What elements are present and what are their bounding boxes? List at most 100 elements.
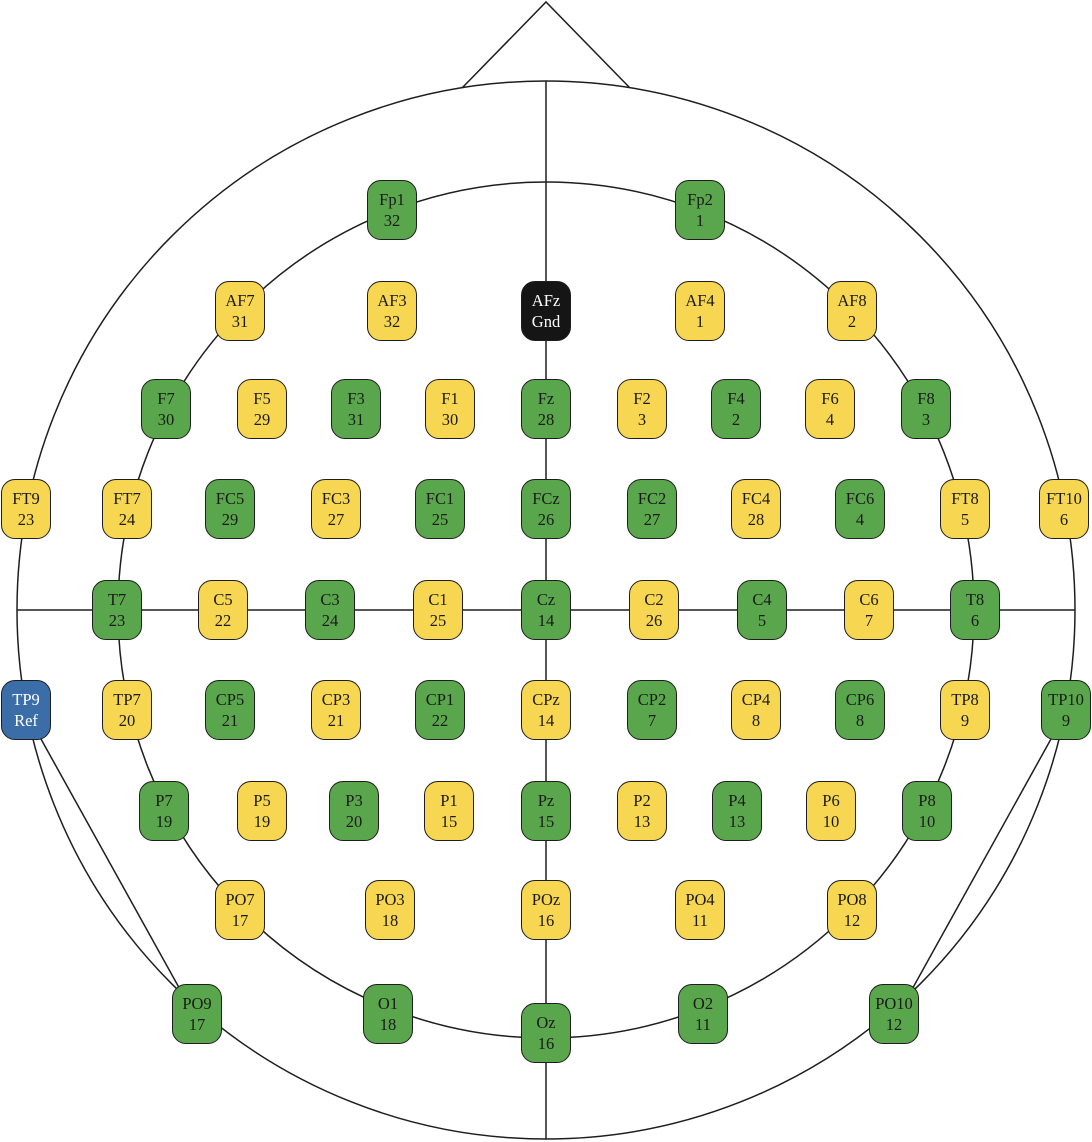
electrode-channel: 18 bbox=[379, 1015, 397, 1034]
electrode-channel: 15 bbox=[440, 812, 458, 831]
electrode-label: AF4 bbox=[685, 291, 715, 310]
electrode-label: CP5 bbox=[215, 690, 245, 709]
electrode-channel: 3 bbox=[637, 410, 647, 429]
electrode-label: F2 bbox=[633, 389, 651, 408]
electrode-label: F3 bbox=[347, 389, 365, 408]
electrode-label: P5 bbox=[253, 791, 271, 810]
electrode-channel: 11 bbox=[695, 1015, 711, 1034]
electrode-label: AF3 bbox=[377, 291, 407, 310]
electrode-label: TP8 bbox=[951, 690, 979, 709]
electrode-channel: 27 bbox=[643, 510, 661, 529]
electrode-label: PO9 bbox=[182, 994, 212, 1013]
electrode-label: FCz bbox=[532, 489, 560, 508]
electrode-channel: 9 bbox=[960, 711, 970, 730]
electrode-label: C6 bbox=[859, 590, 879, 609]
electrode-channel: 11 bbox=[692, 911, 708, 930]
electrode-label: C5 bbox=[213, 590, 233, 609]
electrode-label: P2 bbox=[633, 791, 651, 810]
electrode-label: C2 bbox=[644, 590, 664, 609]
electrode-ft10: FT10 6 bbox=[1039, 479, 1089, 539]
electrode-label: FC3 bbox=[321, 489, 351, 508]
electrode-channel: 30 bbox=[157, 410, 175, 429]
electrode-channel: 7 bbox=[864, 611, 874, 630]
electrode-channel: 4 bbox=[825, 410, 835, 429]
electrode-channel: 10 bbox=[918, 812, 936, 831]
electrode-channel: 23 bbox=[17, 510, 35, 529]
electrode-channel: 2 bbox=[731, 410, 741, 429]
electrode-label: C3 bbox=[320, 590, 340, 609]
electrode-channel: 31 bbox=[347, 410, 365, 429]
electrode-label: PO4 bbox=[685, 890, 715, 909]
electrode-label: FT8 bbox=[951, 489, 979, 508]
electrode-label: FT10 bbox=[1046, 489, 1082, 508]
electrode-label: AFz bbox=[531, 291, 561, 310]
electrode-label: FC4 bbox=[741, 489, 771, 508]
electrode-channel: 5 bbox=[757, 611, 767, 630]
electrode-channel: Gnd bbox=[531, 312, 561, 331]
electrode-channel: 6 bbox=[1059, 510, 1069, 529]
electrode-channel: 27 bbox=[327, 510, 345, 529]
electrode-channel: 25 bbox=[429, 611, 447, 630]
electrode-label: CP2 bbox=[637, 690, 667, 709]
electrode-label: CP4 bbox=[741, 690, 771, 709]
electrode-channel: 30 bbox=[441, 410, 459, 429]
electrode-label: CP6 bbox=[845, 690, 875, 709]
electrode-channel: 32 bbox=[383, 211, 401, 230]
electrode-channel: 14 bbox=[537, 611, 555, 630]
electrode-channel: 23 bbox=[108, 611, 126, 630]
electrode-channel: 5 bbox=[960, 510, 970, 529]
electrode-label: Fp2 bbox=[687, 190, 713, 209]
electrode-label: FC2 bbox=[637, 489, 667, 508]
electrode-label: TP10 bbox=[1048, 690, 1084, 709]
electrode-label: Fz bbox=[537, 389, 555, 408]
electrode-channel: 20 bbox=[345, 812, 363, 831]
electrode-label: AF8 bbox=[837, 291, 867, 310]
electrode-label: PO10 bbox=[875, 994, 913, 1013]
electrode-channel: 4 bbox=[855, 510, 865, 529]
electrode-label: PO7 bbox=[225, 890, 255, 909]
electrode-label: Cz bbox=[536, 590, 556, 609]
electrode-channel: 22 bbox=[214, 611, 232, 630]
electrode-channel: 8 bbox=[751, 711, 761, 730]
electrode-channel: 26 bbox=[537, 510, 555, 529]
electrode-label: T7 bbox=[107, 590, 127, 609]
electrode-channel: 32 bbox=[383, 312, 401, 331]
connector-tp10-po10 bbox=[894, 711, 1067, 1021]
electrode-label: P7 bbox=[155, 791, 173, 810]
electrode-label: CPz bbox=[532, 690, 560, 709]
